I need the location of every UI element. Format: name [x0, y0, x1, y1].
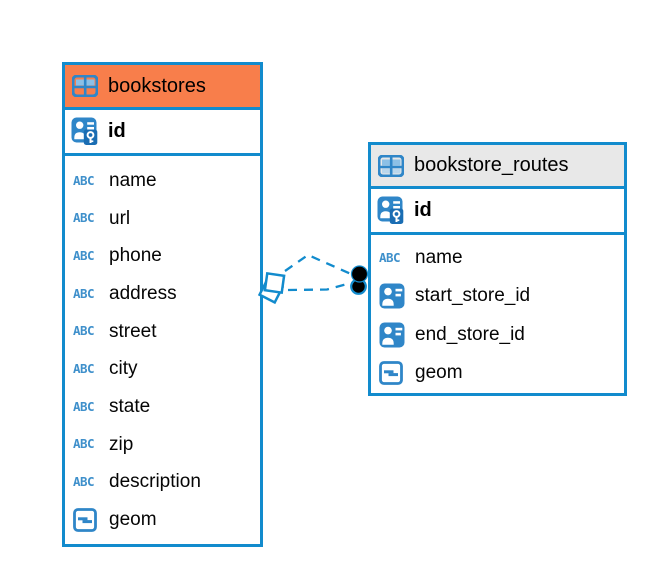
fk-line[interactable] [287, 281, 352, 292]
entity-header-bookstore-routes[interactable]: bookstore_routes [371, 145, 624, 189]
column-name: state [109, 395, 151, 417]
entity-bookstore-routes[interactable]: bookstore_routes id ABC [368, 142, 627, 396]
fk-line[interactable] [284, 253, 352, 276]
text-type-icon: ABC [73, 172, 95, 188]
column-name: address [109, 282, 177, 304]
column-row[interactable]: start_store_id [371, 277, 624, 315]
text-type-icon: ABC [73, 210, 95, 226]
pk-column-name: id [414, 199, 432, 221]
column-row[interactable]: geom [371, 354, 624, 392]
column-name: phone [109, 245, 162, 267]
column-list: ABC name start_store_id [371, 235, 624, 392]
dot-marker [350, 265, 369, 295]
column-name: geom [109, 509, 157, 531]
entity-title: bookstore_routes [414, 154, 569, 176]
column-row[interactable]: ABC city [65, 350, 260, 388]
text-type-icon: ABC [73, 398, 95, 414]
diamond-marker [257, 271, 286, 305]
column-name: name [109, 169, 157, 191]
geometry-type-icon [379, 361, 406, 385]
column-name: start_store_id [415, 285, 531, 307]
entity-title: bookstores [108, 74, 206, 97]
column-name: description [109, 471, 201, 493]
pk-column-name: id [108, 120, 126, 142]
entity-header-bookstores[interactable]: bookstores [65, 65, 260, 110]
column-list: ABC name ABC url ABC phone ABC address A… [65, 156, 260, 539]
entity-bookstores[interactable]: bookstores id ABC [62, 62, 263, 547]
column-row[interactable]: geom [65, 501, 260, 539]
column-row[interactable]: ABC name [371, 239, 624, 277]
primary-key-icon [71, 117, 99, 146]
pk-row[interactable]: id [65, 110, 260, 156]
text-type-icon: ABC [73, 285, 95, 301]
column-name: name [415, 247, 463, 269]
pk-row[interactable]: id [371, 189, 624, 235]
column-row[interactable]: ABC address [65, 275, 260, 313]
text-type-icon: ABC [73, 361, 95, 377]
column-name: city [109, 358, 138, 380]
table-icon [378, 154, 405, 177]
text-type-icon: ABC [73, 323, 95, 339]
column-name: geom [415, 362, 463, 384]
text-type-icon: ABC [379, 249, 401, 265]
text-type-icon: ABC [73, 436, 95, 452]
geometry-type-icon [73, 508, 100, 532]
column-row[interactable]: ABC street [65, 313, 260, 351]
column-name: url [109, 207, 131, 229]
table-icon [72, 75, 99, 97]
column-row[interactable]: ABC zip [65, 426, 260, 464]
column-row[interactable]: ABC description [65, 464, 260, 502]
column-name: end_store_id [415, 323, 525, 345]
column-name: street [109, 320, 157, 342]
text-type-icon: ABC [73, 247, 95, 263]
column-row[interactable]: ABC name [65, 162, 260, 200]
primary-key-icon [377, 196, 405, 225]
text-type-icon: ABC [73, 474, 95, 490]
column-row[interactable]: ABC state [65, 388, 260, 426]
column-row[interactable]: ABC url [65, 200, 260, 238]
column-row[interactable]: ABC phone [65, 237, 260, 275]
column-row[interactable]: end_store_id [371, 316, 624, 354]
foreign-key-ref-icon [379, 322, 406, 348]
column-name: zip [109, 433, 134, 455]
foreign-key-ref-icon [379, 283, 406, 309]
